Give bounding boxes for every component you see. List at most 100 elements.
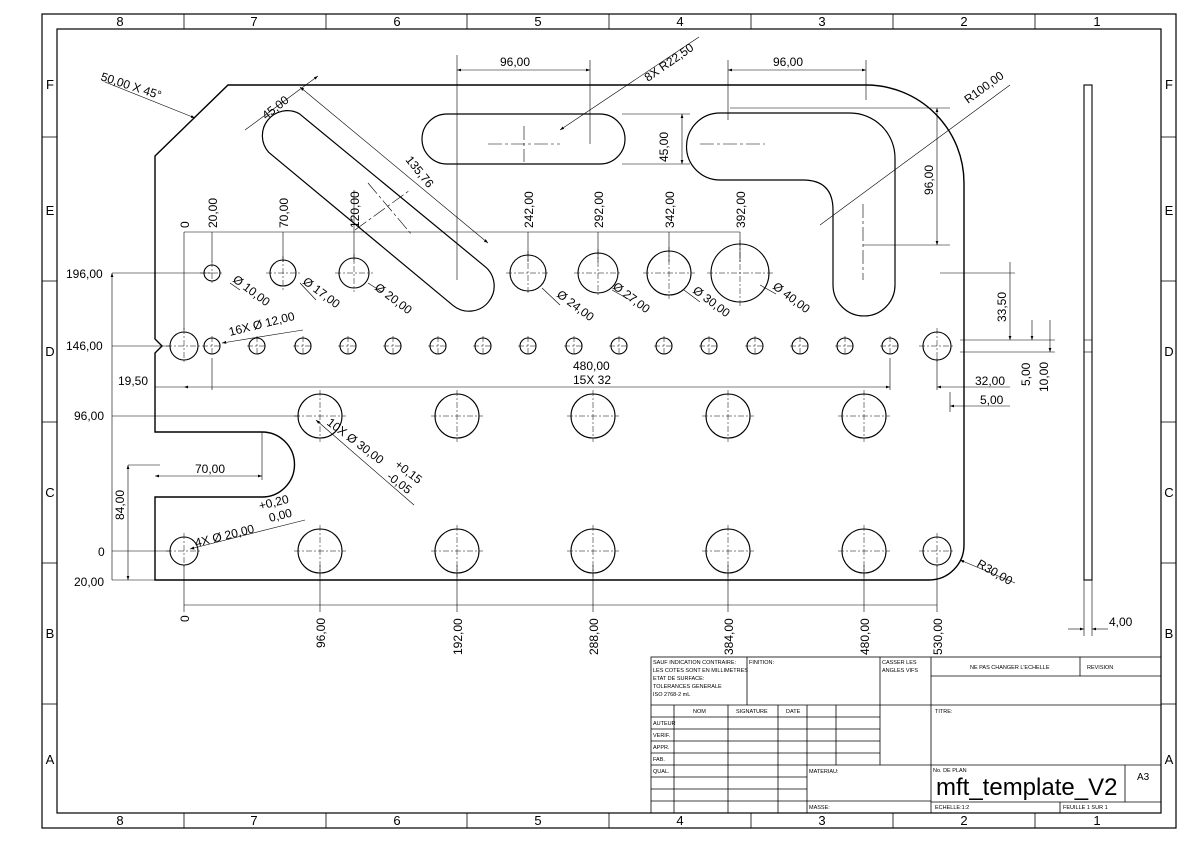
tb-role-qual: QUAL. <box>653 769 670 775</box>
dim-right32: 32,00 <box>975 374 1005 388</box>
dim-b192: 192,00 <box>451 618 465 655</box>
tb-role-verif: VERIF. <box>653 733 671 739</box>
zone-row-C-right: C <box>1164 485 1173 500</box>
zone-row-D-left: D <box>45 344 54 359</box>
tb-signature: SIGNATURE <box>736 709 768 715</box>
dim-r100: R100,00 <box>962 68 1007 106</box>
dim-70: 70,00 <box>195 462 225 476</box>
slot-diagonal <box>261 110 495 312</box>
zone-col-8-bottom: 8 <box>116 813 123 828</box>
slot-l-shape <box>685 112 896 317</box>
dim-top-left: 96,00 <box>500 55 530 69</box>
side-view <box>1083 84 1093 581</box>
tb-note-line-1: SAUF INDICATION CONTRAIRE: <box>653 660 736 666</box>
dim-h292: 292,00 <box>592 191 606 228</box>
tb-note-line-5: ISO 2768-2 mL <box>653 692 690 698</box>
dim-right10: 10,00 <box>1037 362 1051 392</box>
tb-masse: MASSE: <box>809 805 830 811</box>
tb-drawing-number: mft_template_V2 <box>936 774 1117 801</box>
zone-col-5-bottom: 5 <box>534 813 541 828</box>
tb-revision: REVISION <box>1087 665 1113 671</box>
tb-titre: TITRE: <box>935 709 953 715</box>
dim-b530: 530,00 <box>931 618 945 655</box>
dim-y146: 146,00 <box>66 339 103 353</box>
zone-col-7-bottom: 7 <box>250 813 257 828</box>
dim-h342: 342,00 <box>663 191 677 228</box>
dim-h242: 242,00 <box>522 191 536 228</box>
zone-col-4-top: 4 <box>676 14 683 29</box>
dim-slot-radius: 8X R22,50 <box>642 40 697 84</box>
tb-finition: FINITION: <box>749 660 775 666</box>
zone-col-3-top: 3 <box>818 14 825 29</box>
zone-row-E-left: E <box>46 203 55 218</box>
tb-date: DATE <box>786 709 801 715</box>
dim-right5a: 5,00 <box>980 393 1004 407</box>
dim-d40: Ø 40,00 <box>770 279 813 316</box>
zone-col-1-top: 1 <box>1093 14 1100 29</box>
tb-no-plan: No. DE PLAN <box>933 768 967 774</box>
zone-col-8-top: 8 <box>116 14 123 29</box>
dimension-texts: 96,00 96,00 8X R22,50 50,00 X 45° R100,0… <box>66 40 1133 655</box>
dim-tol4x-dn: 0,00 <box>267 506 293 525</box>
dim-thickness: 4,00 <box>1109 615 1133 629</box>
zone-col-2-top: 2 <box>960 14 967 29</box>
zone-row-F-left: F <box>46 77 54 92</box>
slot-top <box>421 113 626 165</box>
dim-h20: 20,00 <box>206 198 220 228</box>
zone-row-A-left: A <box>46 752 55 767</box>
dim-b0: 0 <box>178 615 192 622</box>
zone-col-6-top: 6 <box>393 14 400 29</box>
zone-col-3-bottom: 3 <box>818 813 825 828</box>
tb-note-line-3: ETAT DE SURFACE: <box>653 676 705 682</box>
zone-row-F-right: F <box>1165 77 1173 92</box>
dim-b288: 288,00 <box>587 618 601 655</box>
dim-left19-5: 19,50 <box>118 374 148 388</box>
dim-b384: 384,00 <box>722 618 736 655</box>
tb-note-line-4: TOLERANCES GENERALE <box>653 684 722 690</box>
dim-holes16: 16X Ø 12,00 <box>227 309 296 339</box>
tb-echelle: ECHELLE:1:2 <box>935 805 969 811</box>
zone-col-6-bottom: 6 <box>393 813 400 828</box>
zone-col-1-bottom: 1 <box>1093 813 1100 828</box>
dim-d10: Ø 10,00 <box>230 272 273 309</box>
tb-materiau: MATERIAU: <box>809 769 839 775</box>
tb-casser-1: CASSER LES <box>882 660 917 666</box>
dim-45-diag: 45,00 <box>259 93 292 123</box>
zone-row-B-left: B <box>46 626 55 641</box>
tb-format: A3 <box>1137 772 1150 783</box>
dim-top-right: 96,00 <box>773 55 803 69</box>
zone-col-7-top: 7 <box>250 14 257 29</box>
dim-d30: Ø 30,00 <box>690 283 733 320</box>
dim-h120: 120,00 <box>348 191 362 228</box>
tb-role-auteur: AUTEUR <box>653 721 676 727</box>
tb-feuille: FEUILLE 1 SUR 1 <box>1063 805 1108 811</box>
zone-row-A-right: A <box>1165 752 1174 767</box>
dim-33-5: 33,50 <box>995 292 1009 322</box>
dim-y20: 20,00 <box>74 575 104 589</box>
zone-row-D-right: D <box>1164 344 1173 359</box>
dim-b480: 480,00 <box>858 618 872 655</box>
dim-slot-height: 45,00 <box>657 132 671 162</box>
zone-col-2-bottom: 2 <box>960 813 967 828</box>
dim-h0: 0 <box>178 221 192 228</box>
dim-d27: Ø 27,00 <box>610 279 653 316</box>
dim-d17: Ø 17,00 <box>300 274 343 311</box>
dim-right5b: 5,00 <box>1019 362 1033 386</box>
dimension-lines <box>104 36 1108 636</box>
title-block: SAUF INDICATION CONTRAIRE: LES COTES SON… <box>650 656 1162 814</box>
part-outline <box>154 84 965 581</box>
zone-row-C-left: C <box>45 485 54 500</box>
dim-b96: 96,00 <box>314 618 328 648</box>
dim-d24: Ø 24,00 <box>554 287 597 324</box>
zone-col-5-top: 5 <box>534 14 541 29</box>
dim-pitch15x32: 15X 32 <box>573 373 611 387</box>
dim-r30: R30,00 <box>975 556 1016 588</box>
dim-holes4x: 4X Ø 20,00 <box>193 522 256 550</box>
dim-y196: 196,00 <box>66 267 103 281</box>
tb-casser-2: ANGLES VIFS <box>882 668 918 674</box>
dim-holes10x: 10X Ø 30,00 <box>324 415 387 467</box>
zone-col-4-bottom: 4 <box>676 813 683 828</box>
